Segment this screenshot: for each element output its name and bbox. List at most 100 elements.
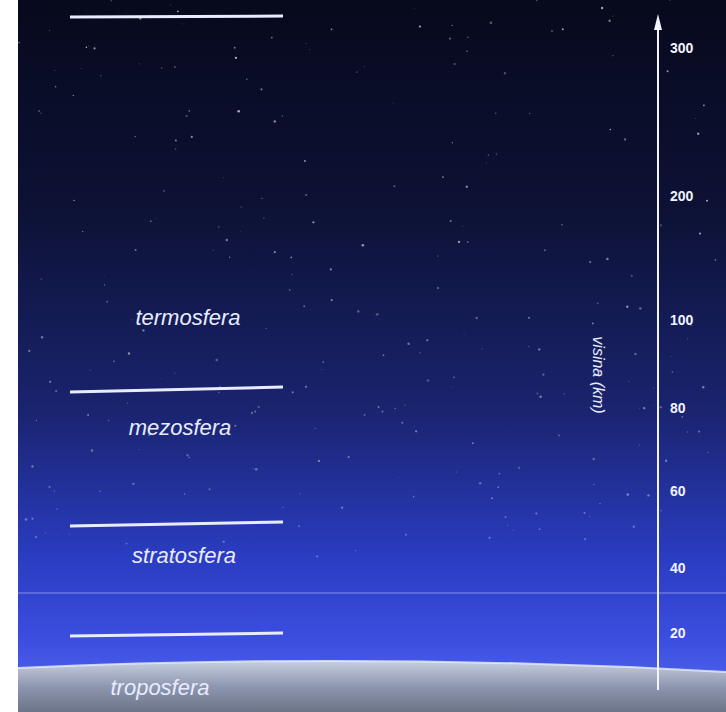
star bbox=[584, 512, 586, 514]
star bbox=[599, 503, 600, 504]
star bbox=[128, 352, 130, 354]
star bbox=[87, 414, 89, 416]
star bbox=[413, 496, 414, 497]
star bbox=[383, 354, 385, 356]
star bbox=[41, 279, 42, 280]
star bbox=[414, 7, 416, 9]
star bbox=[35, 536, 37, 538]
tick-value: 300 bbox=[670, 40, 693, 56]
star bbox=[539, 395, 542, 398]
star bbox=[186, 454, 188, 456]
star bbox=[442, 176, 444, 178]
star bbox=[38, 110, 40, 112]
star bbox=[452, 25, 453, 26]
star bbox=[113, 360, 115, 362]
star bbox=[69, 534, 70, 535]
star bbox=[558, 435, 560, 437]
star bbox=[413, 495, 414, 496]
star bbox=[226, 239, 228, 241]
star bbox=[99, 491, 100, 492]
star bbox=[488, 154, 489, 155]
star bbox=[305, 386, 307, 388]
star bbox=[507, 525, 508, 526]
star bbox=[496, 153, 498, 155]
star bbox=[94, 44, 96, 46]
star bbox=[104, 284, 105, 285]
star bbox=[392, 103, 394, 105]
star bbox=[126, 543, 128, 545]
star bbox=[472, 442, 474, 444]
star bbox=[108, 420, 109, 421]
star bbox=[639, 307, 641, 309]
layer-boundary bbox=[70, 16, 283, 17]
star bbox=[467, 37, 469, 39]
star bbox=[672, 371, 674, 373]
star bbox=[240, 206, 242, 208]
star bbox=[437, 255, 438, 256]
star bbox=[260, 88, 262, 90]
star bbox=[86, 46, 88, 48]
earth-horizon bbox=[18, 661, 726, 672]
star bbox=[357, 310, 360, 313]
star bbox=[419, 352, 421, 354]
star bbox=[271, 37, 273, 39]
star bbox=[589, 516, 590, 517]
star bbox=[303, 305, 305, 307]
star bbox=[628, 381, 629, 382]
star bbox=[706, 200, 708, 202]
star bbox=[304, 160, 306, 162]
star bbox=[495, 113, 496, 114]
star bbox=[665, 460, 667, 462]
star bbox=[316, 556, 318, 558]
star bbox=[660, 224, 662, 226]
star bbox=[18, 42, 20, 44]
star bbox=[613, 15, 614, 16]
star bbox=[246, 78, 248, 80]
star bbox=[624, 138, 626, 140]
star bbox=[626, 305, 628, 307]
star bbox=[363, 414, 365, 416]
star bbox=[57, 534, 59, 536]
star bbox=[653, 405, 655, 407]
star bbox=[633, 526, 636, 529]
tick-value: 100 bbox=[670, 312, 693, 328]
star bbox=[376, 313, 378, 315]
star bbox=[454, 63, 456, 65]
star bbox=[670, 356, 672, 358]
star bbox=[449, 37, 451, 39]
star bbox=[163, 190, 165, 192]
star bbox=[426, 339, 428, 341]
star bbox=[100, 75, 102, 77]
star bbox=[240, 231, 242, 233]
star bbox=[135, 249, 137, 251]
star bbox=[213, 249, 214, 250]
star bbox=[292, 274, 293, 275]
star bbox=[322, 361, 324, 363]
star bbox=[643, 407, 645, 409]
star bbox=[589, 261, 591, 263]
star bbox=[544, 249, 546, 251]
star bbox=[535, 513, 537, 515]
star bbox=[25, 518, 28, 521]
star bbox=[73, 200, 74, 201]
star bbox=[681, 416, 683, 418]
star bbox=[235, 57, 237, 59]
star bbox=[55, 390, 57, 392]
star bbox=[612, 55, 613, 56]
star bbox=[134, 136, 135, 137]
star bbox=[305, 194, 307, 196]
star bbox=[639, 407, 641, 409]
star bbox=[189, 457, 190, 458]
star bbox=[290, 257, 292, 259]
star bbox=[82, 231, 83, 232]
star bbox=[177, 11, 179, 13]
star bbox=[28, 350, 30, 352]
star bbox=[667, 70, 669, 72]
star bbox=[697, 132, 699, 134]
star bbox=[314, 428, 315, 429]
star bbox=[463, 333, 465, 335]
star bbox=[381, 411, 383, 413]
star bbox=[414, 425, 416, 427]
star bbox=[536, 392, 538, 394]
star bbox=[299, 493, 300, 494]
